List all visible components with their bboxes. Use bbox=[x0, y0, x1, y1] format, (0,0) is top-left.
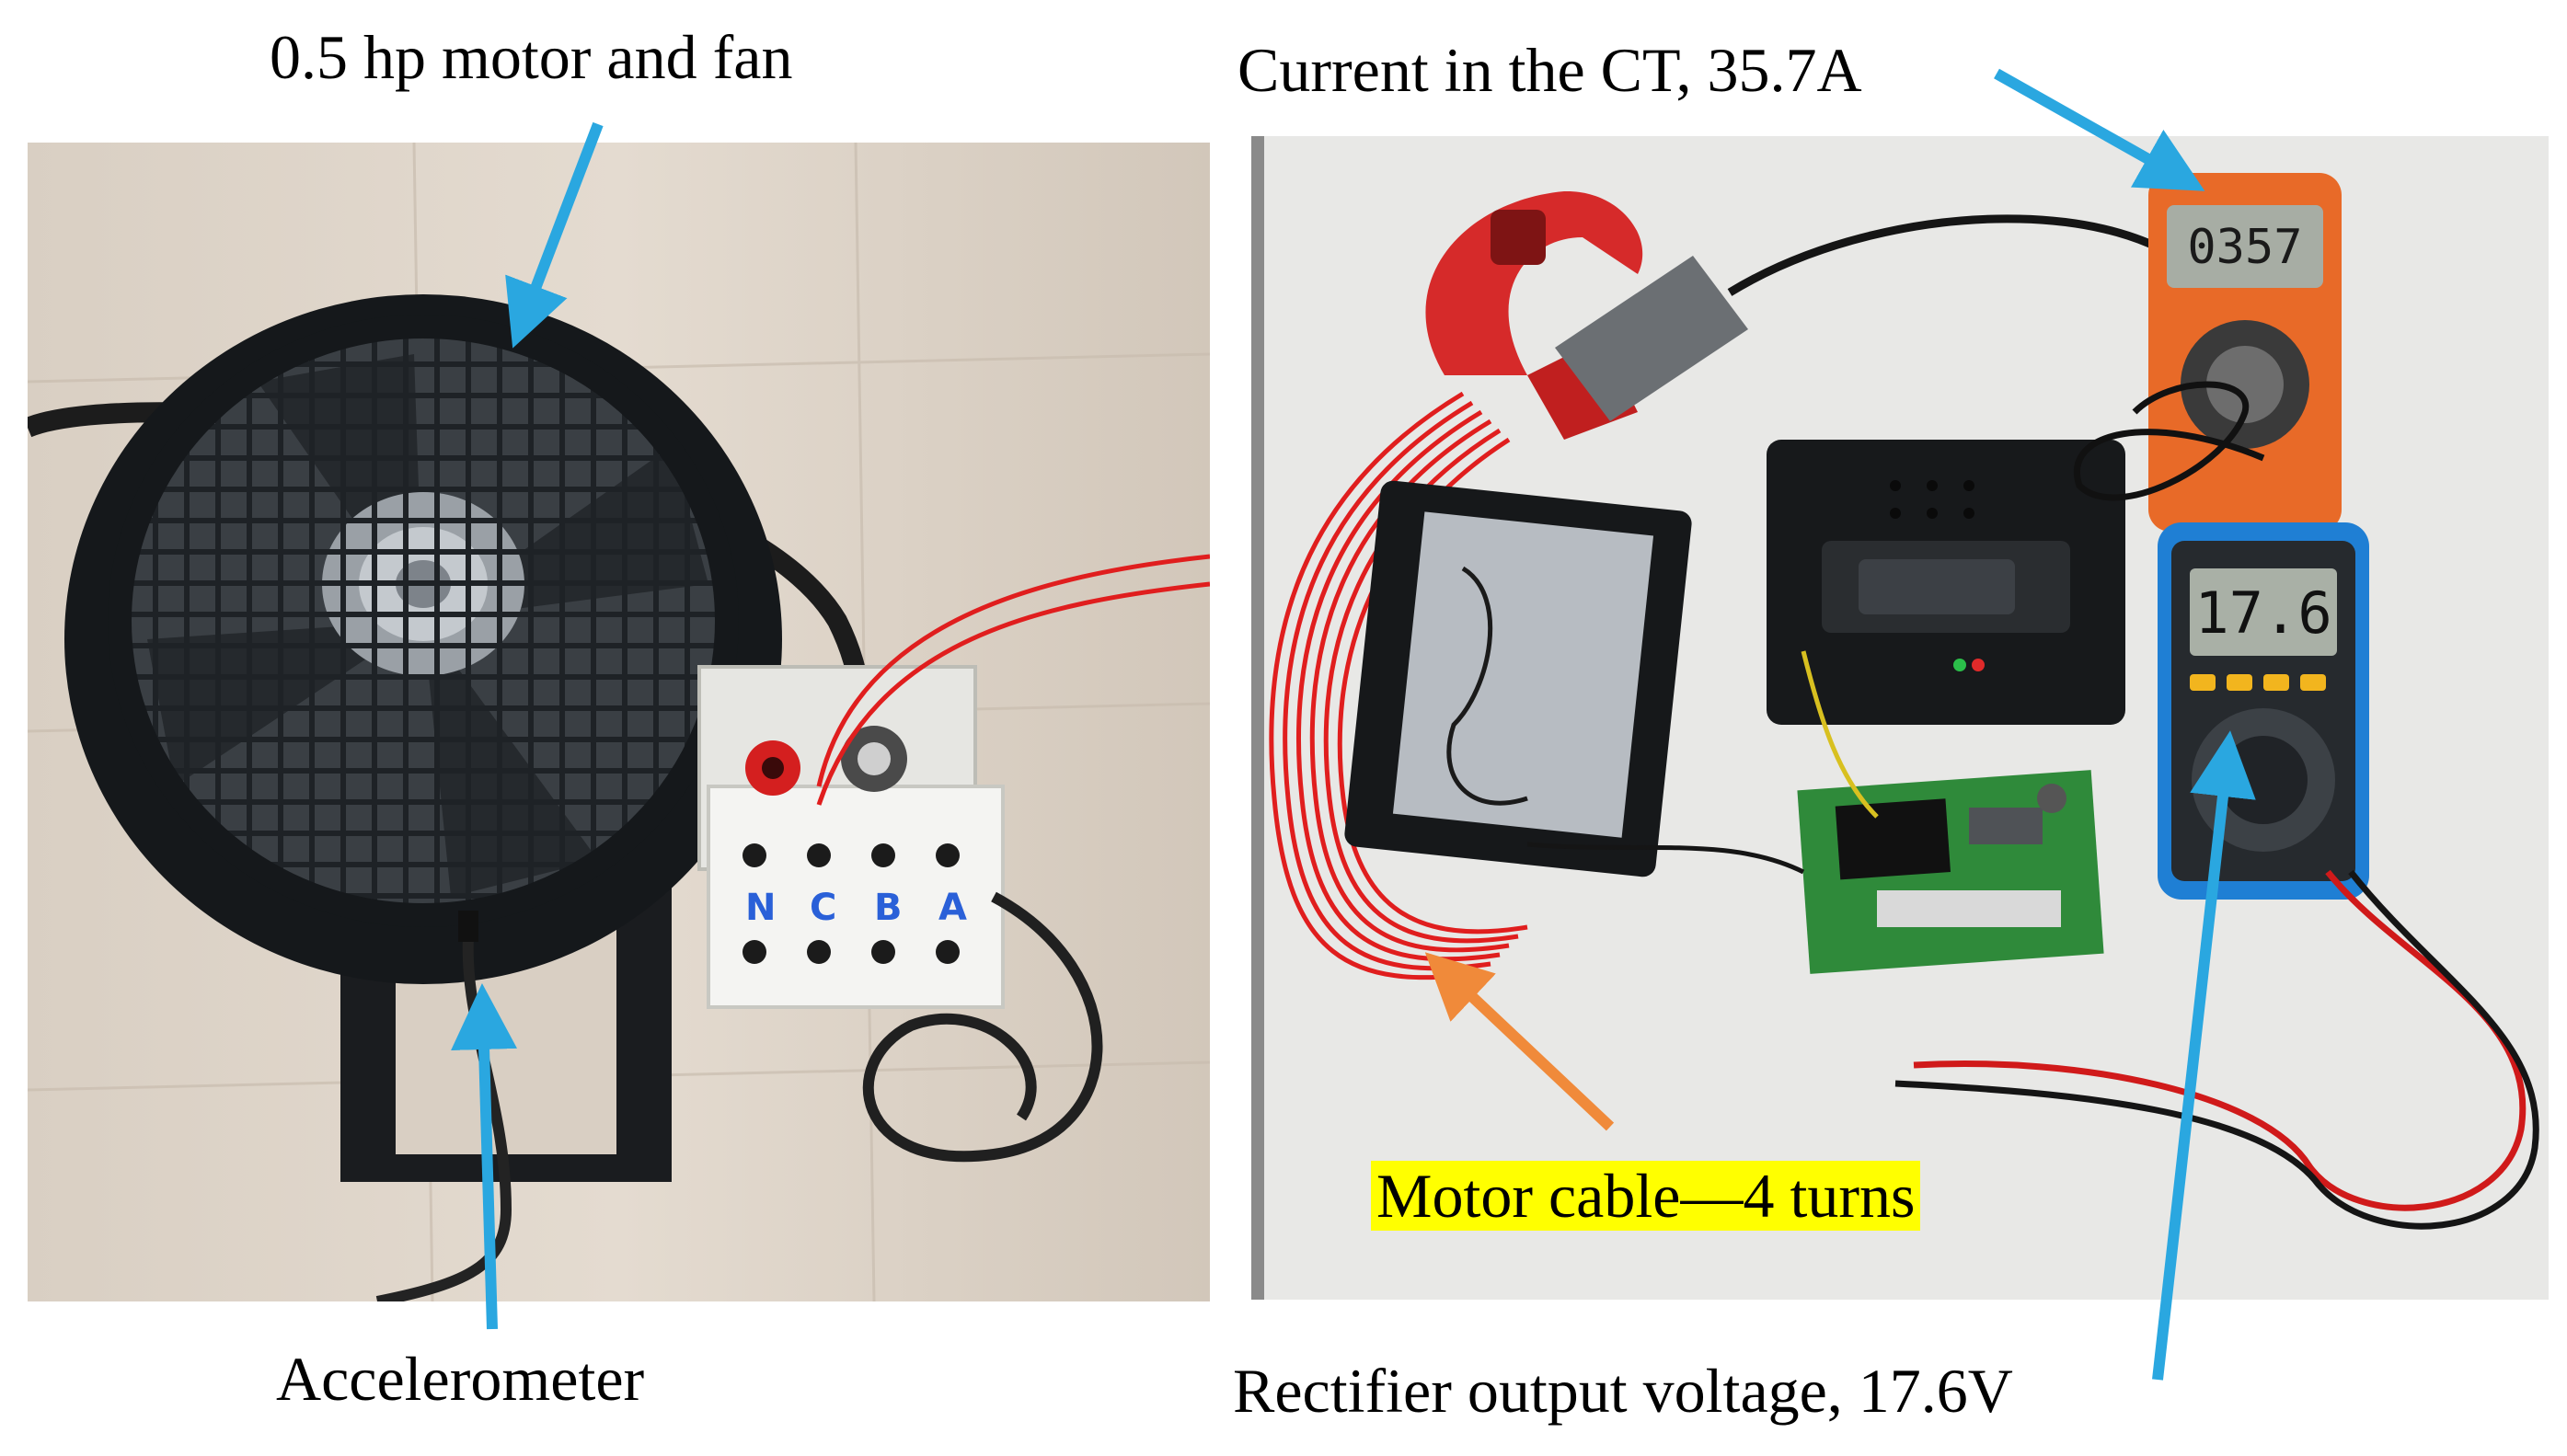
rectifier-circuit-board bbox=[1797, 770, 2104, 974]
ct-meter-display: 0357 bbox=[2187, 220, 2302, 275]
right-photo-measurement-setup: 0357 17.6 bbox=[1251, 136, 2549, 1300]
junction-box: N C B A bbox=[697, 665, 1005, 1009]
measurement-setup-illustration: 0357 17.6 bbox=[1251, 136, 2549, 1300]
sensor-cable-coil bbox=[862, 891, 1103, 1163]
motor-fan-illustration: N C B A bbox=[28, 143, 1210, 1301]
rectifier-voltmeter: 17.6 bbox=[2158, 522, 2369, 900]
rectifier-voltage-label: Rectifier output voltage, 17.6V bbox=[1233, 1356, 2013, 1426]
current-clamp bbox=[1425, 190, 1748, 440]
motor-fan-label: 0.5 hp motor and fan bbox=[270, 22, 793, 92]
rectifier-enclosure-open bbox=[1344, 480, 1692, 877]
terminal-label-c: C bbox=[810, 887, 836, 929]
accelerometer-label: Accelerometer bbox=[276, 1344, 645, 1414]
electronics-enclosure bbox=[1767, 440, 2125, 725]
fan-grill bbox=[120, 327, 727, 915]
ct-current-label: Current in the CT, 35.7A bbox=[1237, 35, 1862, 105]
terminal-label-b: B bbox=[874, 887, 903, 929]
meter-probe-leads bbox=[2074, 381, 2265, 501]
voltmeter-display: 17.6 bbox=[2194, 579, 2331, 647]
left-photo-motor-fan: N C B A bbox=[28, 143, 1210, 1301]
terminal-label-n: N bbox=[745, 887, 776, 929]
terminal-label-a: A bbox=[938, 887, 967, 929]
motor-cable-label: Motor cable—4 turns bbox=[1371, 1161, 1921, 1231]
ct-clamp-multimeter: 0357 bbox=[2148, 173, 2342, 532]
